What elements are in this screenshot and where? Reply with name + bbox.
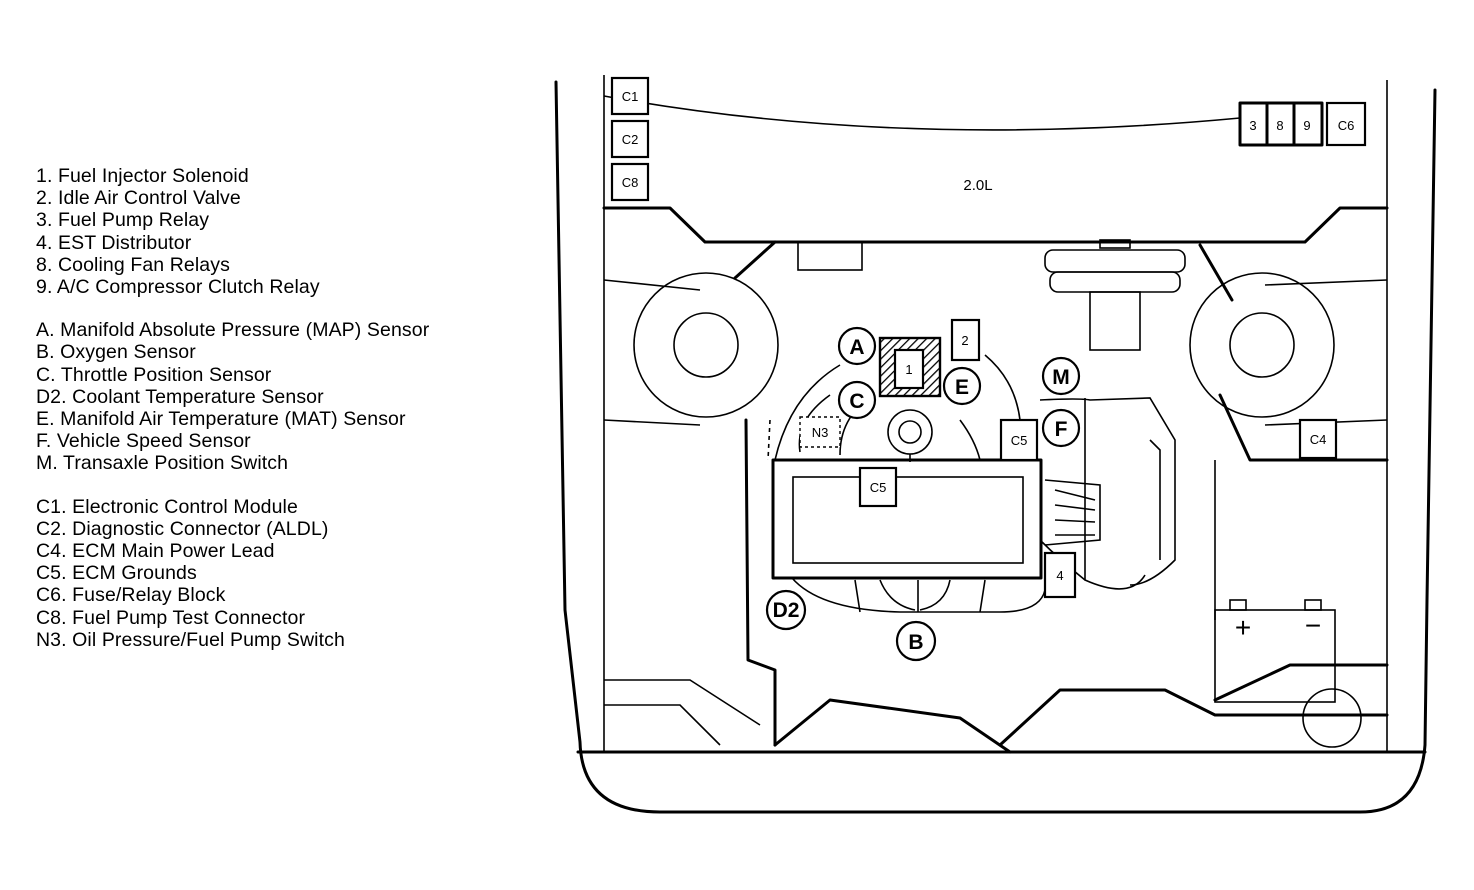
right-strut-tower	[1189, 243, 1389, 462]
legend-group-components: 1. Fuel Injector Solenoid 2. Idle Air Co…	[36, 165, 516, 298]
legend-item: 1. Fuel Injector Solenoid	[36, 165, 249, 187]
sensor-c: C	[837, 380, 877, 420]
legend-item: 2. Idle Air Control Valve	[36, 187, 241, 210]
air-cleaner-housing	[771, 458, 1043, 580]
relay-9-label: 9	[1303, 118, 1310, 133]
battery-negative-terminal: −	[1305, 610, 1321, 641]
idle-air-control-valve-2: 2	[950, 318, 981, 362]
legend-item: 8. Cooling Fan Relays	[36, 253, 230, 276]
legend-group-sensors: A. Manifold Absolute Pressure (MAP) Sens…	[36, 319, 516, 474]
legend-item: M. Transaxle Position Switch	[36, 452, 289, 475]
frame-rail	[604, 418, 1389, 754]
cowl-panel	[602, 95, 1389, 244]
legend-item: C5. ECM Grounds	[36, 562, 197, 585]
firewall-bracket	[797, 241, 863, 271]
legend-item: B. Oxygen Sensor	[36, 341, 196, 364]
sensor-f: F	[1041, 408, 1081, 448]
legend-item: F. Vehicle Speed Sensor	[36, 430, 251, 453]
sensor-b: B	[895, 620, 937, 662]
battery-positive-terminal: +	[1235, 612, 1251, 643]
washer-reservoir	[1302, 688, 1362, 748]
sensor-a: A	[837, 326, 877, 366]
transaxle	[1039, 397, 1176, 590]
connector-c5-upper: C5	[999, 418, 1039, 462]
legend: 1. Fuel Injector Solenoid 2. Idle Air Co…	[36, 165, 516, 672]
sensor-c-label: C	[849, 390, 864, 413]
switch-n3-label: N3	[812, 425, 829, 440]
switch-n3: N3	[799, 416, 841, 448]
connector-c8: C8	[610, 162, 650, 202]
connector-c1: C1	[610, 76, 650, 116]
connector-c5-upper-label: C5	[1011, 433, 1028, 448]
fuel-injector-1-label: 1	[905, 362, 912, 377]
relay-3-label: 3	[1249, 118, 1256, 133]
brake-booster	[1044, 239, 1186, 351]
connector-c4: C4	[1298, 418, 1338, 460]
legend-item: C. Throttle Position Sensor	[36, 363, 272, 386]
relay-8-label: 8	[1276, 118, 1283, 133]
legend-item: A. Manifold Absolute Pressure (MAP) Sens…	[36, 319, 430, 342]
est-distributor-4-label: 4	[1056, 568, 1063, 583]
sensor-e: E	[942, 366, 982, 406]
sensor-b-label: B	[908, 631, 923, 654]
connector-c6-label: C6	[1338, 118, 1355, 133]
est-distributor-4: 4	[1043, 551, 1077, 599]
legend-item: C8. Fuel Pump Test Connector	[36, 606, 306, 629]
connector-c6: C6	[1325, 101, 1367, 147]
connector-c4-label: C4	[1310, 432, 1327, 447]
battery: + −	[1214, 599, 1336, 703]
legend-item: 3. Fuel Pump Relay	[36, 209, 210, 232]
legend-item: C1. Electronic Control Module	[36, 495, 298, 518]
connector-c5-lower-label: C5	[870, 480, 887, 495]
sensor-a-label: A	[849, 336, 864, 359]
sensor-d2-label: D2	[773, 599, 800, 622]
legend-item: E. Manifold Air Temperature (MAT) Sensor	[36, 408, 406, 431]
legend-item: N3. Oil Pressure/Fuel Pump Switch	[36, 628, 345, 651]
legend-item: C2. Diagnostic Connector (ALDL)	[36, 517, 329, 540]
engine-label: 2.0L	[963, 177, 992, 194]
legend-item: C6. Fuse/Relay Block	[36, 584, 226, 607]
sensor-d2: D2	[765, 589, 807, 631]
legend-item: D2. Coolant Temperature Sensor	[36, 385, 324, 408]
sensor-f-label: F	[1055, 418, 1068, 441]
connector-c2: C2	[610, 119, 650, 159]
legend-item: 9. A/C Compressor Clutch Relay	[36, 276, 320, 299]
legend-item: C4. ECM Main Power Lead	[36, 540, 275, 563]
sensor-m: M	[1041, 356, 1081, 396]
throttle-body	[887, 409, 933, 462]
connector-c1-label: C1	[622, 89, 639, 104]
sensor-e-label: E	[955, 376, 969, 399]
connector-c2-label: C2	[622, 132, 639, 147]
vehicle-body-outline	[554, 75, 1437, 814]
sensor-m-label: M	[1052, 366, 1070, 389]
idle-air-control-valve-2-label: 2	[961, 333, 968, 348]
relay-block: 3 8 9	[1238, 101, 1324, 147]
left-strut-tower	[603, 240, 779, 426]
legend-group-connectors: C1. Electronic Control Module C2. Diagno…	[36, 496, 516, 651]
fuel-injector-1: 1	[878, 336, 942, 398]
connector-c8-label: C8	[622, 175, 639, 190]
connector-c5-lower: C5	[858, 466, 898, 508]
legend-item: 4. EST Distributor	[36, 231, 192, 254]
